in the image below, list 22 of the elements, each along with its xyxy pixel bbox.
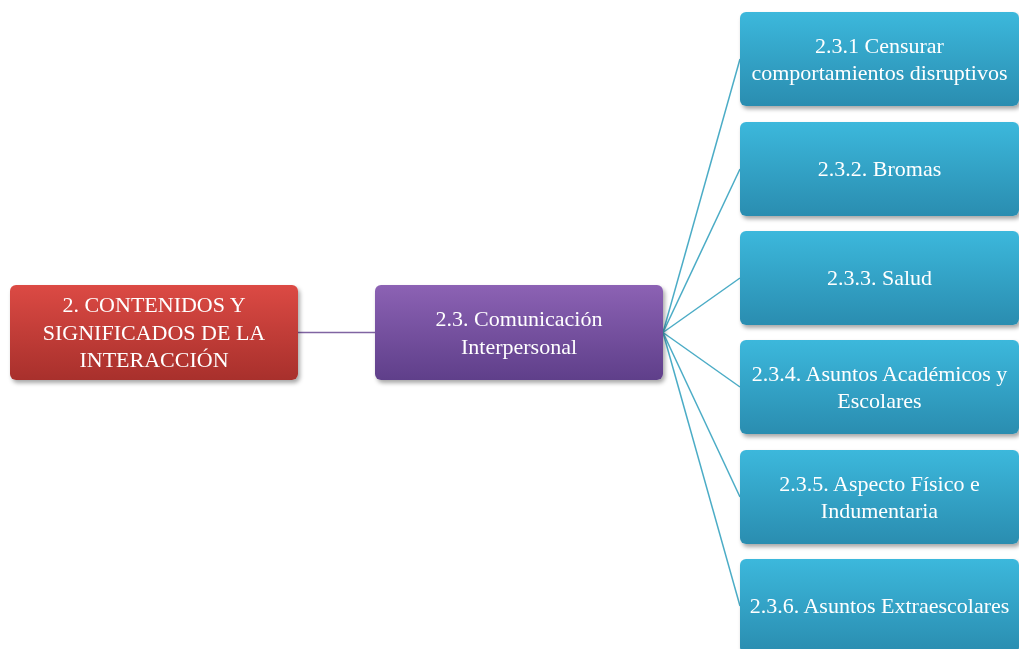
box-label: 2.3.6. Asuntos Extraescolares	[749, 592, 1010, 620]
connector-line	[662, 331, 741, 607]
box-label: 2.3.1 Censurar comportamientos disruptivos	[750, 31, 1009, 87]
rounded-box	[10, 285, 298, 380]
rounded-box	[740, 450, 1019, 544]
connector-line	[662, 331, 741, 388]
connector-line	[662, 331, 741, 498]
box-label: 2.3.3. Salud	[826, 264, 933, 292]
connector-line	[297, 331, 376, 334]
connector-line	[662, 168, 741, 334]
box-label: 2.3. Comunicación Interpersonal	[434, 305, 604, 360]
rounded-box	[740, 122, 1019, 216]
rounded-box	[740, 340, 1019, 434]
box-label: 2.3.2. Bromas	[817, 155, 942, 183]
box-label: 2.3.5. Aspecto Físico e Indumentaria	[778, 469, 981, 525]
rounded-box	[740, 559, 1019, 649]
rounded-box	[375, 285, 663, 380]
connector-line	[662, 277, 741, 334]
rounded-box	[740, 12, 1019, 106]
box-label: 2. CONTENIDOS Y SIGNIFICADOS DE LA INTERACCIÓN	[41, 291, 267, 374]
rounded-box	[740, 231, 1019, 325]
box-label: 2.3.4. Asuntos Académicos y Escolares	[750, 359, 1009, 415]
